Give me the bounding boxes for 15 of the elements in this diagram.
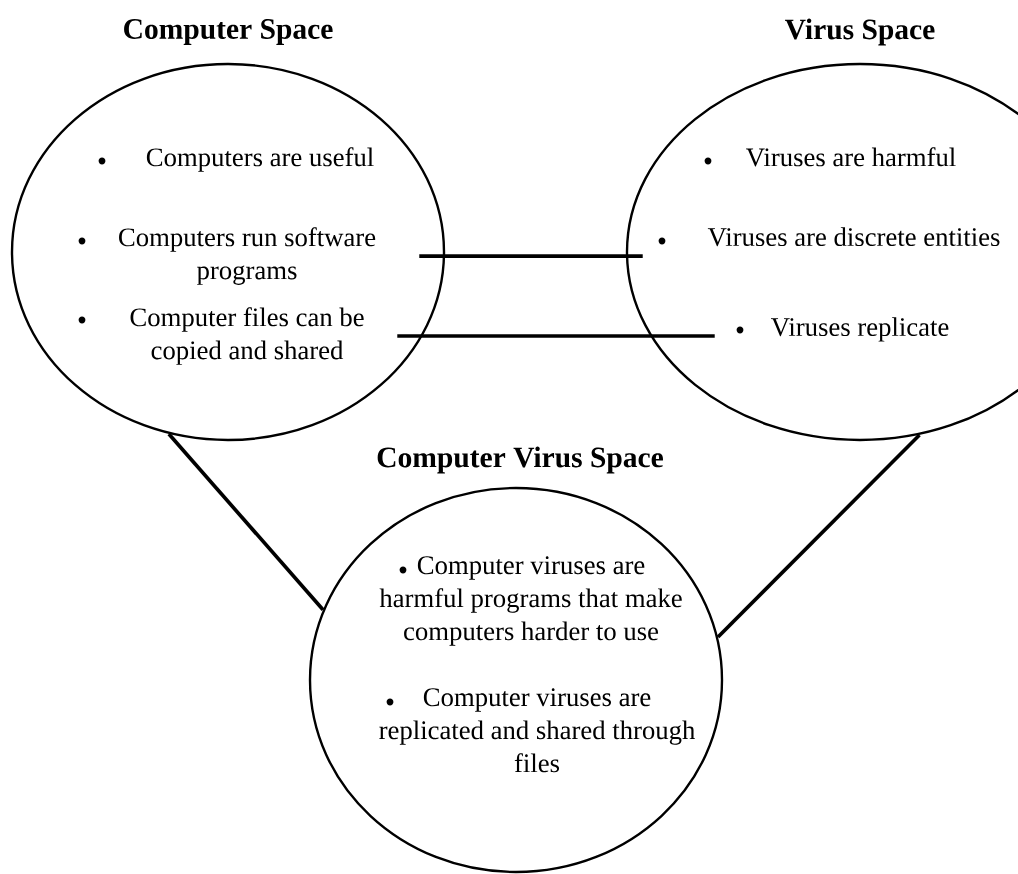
bullet-text: Viruses are harmful — [746, 147, 956, 167]
bullet-text: Computer viruses are replicated and shared through files — [379, 688, 695, 773]
connector-line — [397, 334, 715, 338]
bullet-text: Computers run software programs — [119, 227, 376, 285]
heading: Computer Virus Space — [377, 446, 663, 474]
heading: Virus Space — [785, 18, 935, 46]
connector-line — [167, 432, 325, 611]
connector-line — [419, 254, 643, 258]
connector-line — [716, 433, 921, 639]
bullet-text: Computer files can be copied and shared — [130, 307, 364, 365]
bullet-text: Computer viruses are harmful programs that make computers harder to use — [379, 556, 682, 646]
bullet-text: Viruses replicate — [771, 317, 949, 342]
heading: Computer Space — [124, 19, 333, 45]
bullet-text: Computers are useful — [146, 147, 374, 172]
bullet-text: Viruses are discrete entities — [707, 227, 1000, 247]
